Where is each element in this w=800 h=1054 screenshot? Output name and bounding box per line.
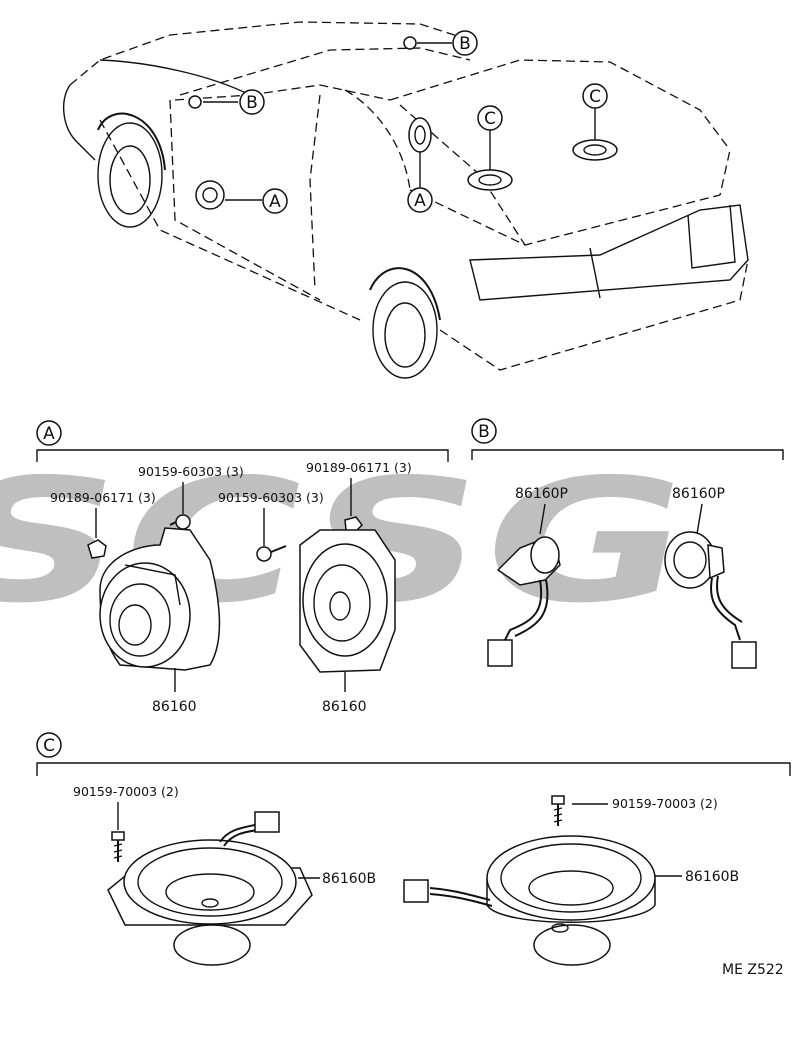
label-nut-left-a: 90189-06171 (3) xyxy=(50,490,156,505)
label-speaker-left-c: 86160B xyxy=(322,871,376,887)
nut-icon xyxy=(344,516,363,532)
section-a-panel: A 90159-60303 (3) 90189-06171 (3) 90189-… xyxy=(36,420,449,715)
speaker-86160-right xyxy=(299,529,396,673)
label-speaker-right-c: 86160B xyxy=(685,869,739,885)
car-callout-b-rear: B xyxy=(452,30,478,56)
nut-icon xyxy=(87,539,107,559)
callout-b-label: B xyxy=(246,93,258,113)
section-c-marker: C xyxy=(43,736,55,756)
label-bolt-top-a: 90159-60303 (3) xyxy=(138,464,244,479)
label-screw-right-c: 90159-70003 (2) xyxy=(612,796,718,811)
tweeter-86160p-right xyxy=(664,531,757,669)
label-tweeter-left-b: 86160P xyxy=(515,486,568,502)
label-screw-left-c: 90159-70003 (2) xyxy=(73,784,179,799)
section-b-marker: B xyxy=(478,422,490,442)
callout-c-label: C xyxy=(589,87,601,107)
callout-b-label: B xyxy=(459,34,471,54)
label-bolt-mid-a: 90159-60303 (3) xyxy=(218,490,324,505)
label-speaker-right-a: 86160 xyxy=(322,699,367,715)
car-callout-c-right: C xyxy=(582,83,608,109)
speaker-86160b-right xyxy=(403,835,656,966)
label-speaker-left-a: 86160 xyxy=(152,699,197,715)
car-illustration xyxy=(63,21,749,379)
car-callout-c-left: C xyxy=(477,105,503,131)
car-callout-a-front: A xyxy=(262,188,288,214)
section-c-panel: C 90159-70003 (2) 90159-70003 (2) xyxy=(36,732,791,966)
screw-icon xyxy=(111,831,125,862)
tweeter-86160p-left xyxy=(487,536,561,667)
screw-icon xyxy=(551,795,565,826)
bolt-icon xyxy=(256,545,287,562)
speaker-86160b-left xyxy=(107,811,313,966)
speaker-86160-left xyxy=(99,527,221,671)
callout-a-label: A xyxy=(414,191,426,211)
callout-c-label: C xyxy=(484,109,496,129)
car-callout-b-front: B xyxy=(239,89,265,115)
label-nut-right-a: 90189-06171 (3) xyxy=(306,460,412,475)
car-callout-a-rear: A xyxy=(407,187,433,213)
section-a-marker: A xyxy=(43,424,55,444)
callout-a-label: A xyxy=(269,192,281,212)
section-b-panel: B 86160P 86160P xyxy=(471,418,784,669)
label-tweeter-right-b: 86160P xyxy=(672,486,725,502)
figure-code: ME Z522 xyxy=(722,962,784,978)
